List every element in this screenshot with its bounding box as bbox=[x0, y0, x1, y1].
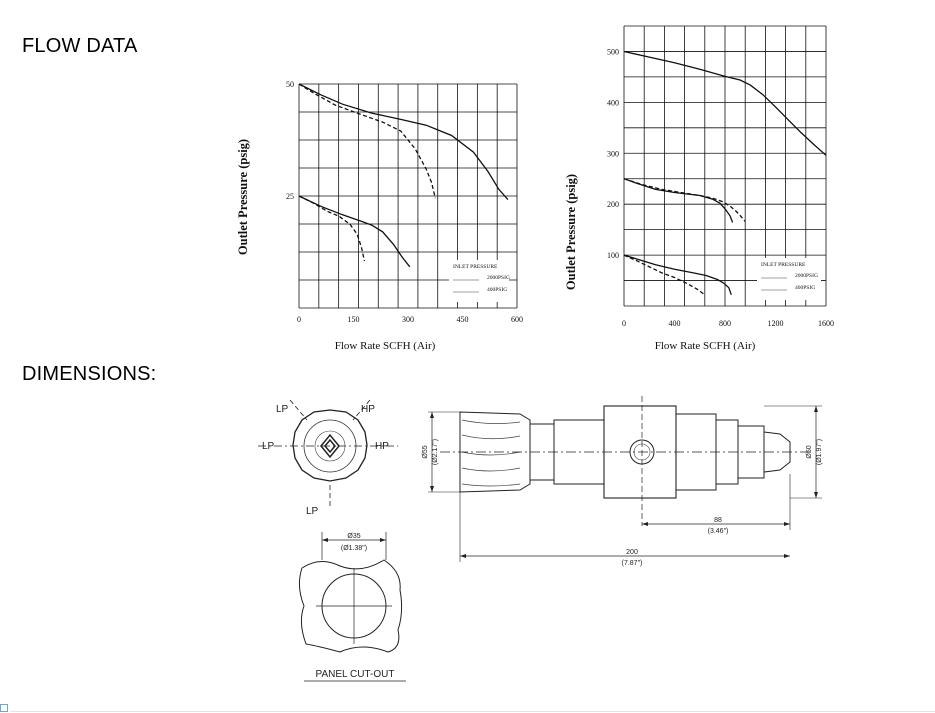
x-tick-label: 400 bbox=[669, 319, 681, 328]
series-line-4 bbox=[623, 254, 732, 296]
body-dia-mm: Ø55 bbox=[422, 445, 429, 458]
bottom-divider bbox=[10, 711, 935, 712]
end-dia-mm: Ø50 bbox=[806, 445, 813, 458]
x-tick-label: 150 bbox=[348, 315, 360, 324]
x-tick-label: 0 bbox=[297, 315, 301, 324]
series-line-1 bbox=[298, 83, 509, 201]
panel-cutout-view: Ø35 (Ø1.38") PANEL CUT-OUT bbox=[298, 532, 406, 682]
x-tick-label: 800 bbox=[719, 319, 731, 328]
end-dia-in: (Ø1.97") bbox=[816, 439, 823, 465]
chart2-ticks: 0 400 800 1200 1600 100 200 300 400 500 bbox=[607, 47, 834, 328]
length-88-mm: 88 bbox=[714, 517, 722, 524]
y-tick-label: 200 bbox=[607, 200, 619, 209]
chart1-grid bbox=[298, 83, 518, 309]
series-line-3 bbox=[298, 195, 411, 268]
y-tick-label: 100 bbox=[607, 251, 619, 260]
flow-chart-high-pressure: 0 400 800 1200 1600 100 200 300 400 500 INLET PRE… bbox=[564, 25, 834, 352]
length-200-in: (7.87") bbox=[622, 560, 643, 567]
legend-title: INLET PRESSURE bbox=[761, 262, 806, 268]
legend-entry: 2000PSIG bbox=[487, 275, 510, 281]
knob-lp-top-label: LP bbox=[276, 404, 289, 415]
legend-entry: 400PSIG bbox=[487, 287, 507, 293]
flow-data-heading: FLOW DATA bbox=[22, 35, 138, 57]
legend-entry: 2000PSIG bbox=[795, 273, 818, 279]
dimension-drawings: LP HP LP HP LP Ø35 (Ø1.38") PANEL CUT-OU… bbox=[258, 396, 823, 682]
legend-entry: 400PSIG bbox=[795, 285, 815, 291]
legend-box bbox=[757, 258, 821, 300]
chart1-x-axis-label: Flow Rate SCFH (Air) bbox=[335, 340, 436, 352]
panel-cutout-label: PANEL CUT-OUT bbox=[316, 669, 395, 680]
series-line-4 bbox=[298, 195, 366, 262]
x-tick-label: 450 bbox=[457, 315, 469, 324]
panel-cutout-dia-in: (Ø1.38") bbox=[341, 545, 367, 552]
chart2-x-axis-label: Flow Rate SCFH (Air) bbox=[655, 340, 756, 352]
chart2-series bbox=[623, 50, 827, 296]
knob-lp-bottom-label: LP bbox=[306, 506, 319, 517]
series-line-1 bbox=[623, 50, 827, 156]
knob-hp-top-label: HP bbox=[361, 404, 375, 415]
y-tick-label: 500 bbox=[607, 47, 619, 56]
chart1-ticks: 0 150 300 450 600 25 50 bbox=[286, 80, 523, 324]
knob-lp-left-label: LP bbox=[262, 441, 275, 452]
chart1-y-axis-label: Outlet Pressure (psig) bbox=[236, 139, 250, 255]
series-line-3 bbox=[623, 178, 734, 223]
x-tick-label: 1200 bbox=[768, 319, 784, 328]
length-88-in: (3.46") bbox=[708, 528, 729, 535]
y-tick-label: 25 bbox=[286, 192, 294, 201]
chart1-legend: INLET PRESSURE 2000PSIG 400PSIG bbox=[449, 260, 510, 302]
y-tick-label: 400 bbox=[607, 98, 619, 107]
x-tick-label: 600 bbox=[511, 315, 523, 324]
flow-chart-low-pressure: 0 150 300 450 600 25 50 INLET PRESSURE 2000PSIG… bbox=[236, 80, 523, 352]
panel-cutout-dia-mm: Ø35 bbox=[347, 533, 360, 540]
chart2-grid bbox=[623, 25, 827, 307]
legend-box bbox=[449, 260, 509, 302]
dimensions-heading: DIMENSIONS: bbox=[22, 363, 157, 385]
y-tick-label: 50 bbox=[286, 80, 294, 89]
legend-title: INLET PRESSURE bbox=[453, 264, 498, 270]
series-line-5 bbox=[623, 254, 706, 296]
x-tick-label: 300 bbox=[402, 315, 414, 324]
chart1-series bbox=[298, 83, 509, 268]
x-tick-label: 0 bbox=[622, 319, 626, 328]
chart2-legend: INLET PRESSURE 2000PSIG 400PSIG bbox=[757, 258, 821, 300]
x-tick-label: 1600 bbox=[818, 319, 834, 328]
corner-marker bbox=[0, 704, 8, 712]
regulator-side-view: Ø55 (Ø2.17") Ø50 (Ø1.97") 88 (3.46") 200… bbox=[422, 396, 823, 567]
knob-front-view: LP HP LP HP LP bbox=[258, 399, 398, 517]
series-line-2 bbox=[298, 83, 436, 199]
chart2-y-axis-label: Outlet Pressure (psig) bbox=[564, 174, 578, 290]
series-line-2 bbox=[623, 178, 746, 222]
knob-hp-right-label: HP bbox=[375, 441, 389, 452]
length-200-mm: 200 bbox=[626, 549, 638, 556]
body-dia-in: (Ø2.17") bbox=[432, 439, 439, 465]
y-tick-label: 300 bbox=[607, 149, 619, 158]
